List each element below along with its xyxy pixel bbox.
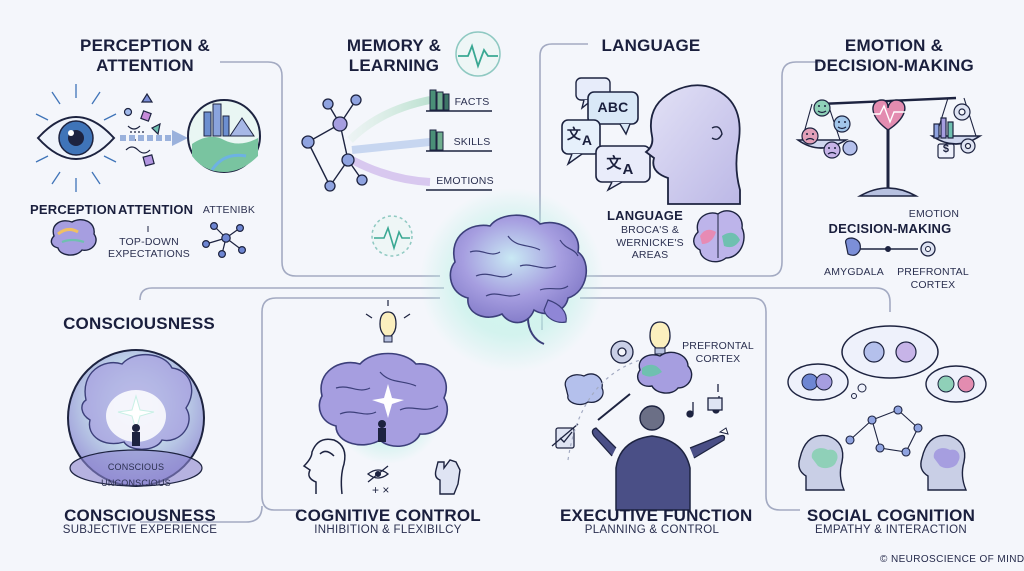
heartbeat-memory-icon xyxy=(455,31,501,77)
conductor-icon xyxy=(591,393,729,511)
brain-areas-icon xyxy=(693,210,745,263)
frame-executive xyxy=(580,297,800,511)
executive-title: EXECUTIVE FUNCTION xyxy=(560,506,753,525)
lightbulb-cognitive-icon xyxy=(365,300,411,343)
head-silhouette-icon xyxy=(302,438,346,495)
central-brain xyxy=(420,188,604,372)
landscape-icon xyxy=(187,99,261,173)
panel-frames xyxy=(139,43,891,523)
executive-brain-icon xyxy=(636,351,693,394)
svg-text:+ ×: + × xyxy=(372,483,389,497)
small-brain-perception-icon xyxy=(50,218,97,256)
frame-mid-left xyxy=(139,287,444,301)
shelf-facts-label: FACTS xyxy=(454,96,490,108)
executive-prefrontal-label: PREFRONTAL CORTEX xyxy=(682,340,754,365)
cognitive-control-subtitle: INHIBITION & FLEXIBILCY xyxy=(314,524,462,536)
frame-perception xyxy=(220,61,440,277)
heartbeat-memory-lower-icon xyxy=(371,215,413,257)
consciousness-title-top: CONSCIOUSNESS xyxy=(63,314,215,333)
frame-emotion-right xyxy=(540,287,891,312)
memory-title: MEMORY & LEARNING xyxy=(346,36,442,75)
executive-lightbulb-icon xyxy=(649,321,671,355)
music-notes-icon xyxy=(686,384,723,418)
fist-icon xyxy=(434,459,461,495)
bubble-abc: ABC xyxy=(597,99,629,115)
shelf-skills-label: SKILLS xyxy=(453,136,491,148)
cognitive-brain-icon xyxy=(318,352,449,464)
shelf-emotions-label: EMOTIONS xyxy=(436,175,494,187)
expectations-label: EXPECTATIONS xyxy=(108,248,190,260)
shelf-skills-icon xyxy=(426,129,492,152)
perception-title: PERCEPTION & ATTENTION xyxy=(80,36,210,75)
perception-label: PERCEPTION xyxy=(30,202,117,217)
amygdala-label: AMYGDALA xyxy=(824,266,884,278)
emotion-title: EMOTION & DECISION-MAKING xyxy=(814,36,974,75)
cognitive-control-title: COGNITIVE CONTROL xyxy=(295,506,481,525)
shapes-stream-icon xyxy=(123,92,161,167)
bubble-a-2: A xyxy=(622,161,634,178)
unconscious-label: UNCONSCIOUS xyxy=(101,478,171,488)
heart-icon xyxy=(872,99,906,131)
attenibk-label: ATTENIBK xyxy=(202,204,256,216)
focus-arrow-icon xyxy=(120,130,188,146)
gear-executive-icon xyxy=(610,340,634,364)
attention-label: ATTENTION xyxy=(118,202,194,217)
bubble-wen-1: 文 xyxy=(566,126,582,142)
prefrontal-label: PREFRONTAL CORTEX xyxy=(897,266,969,291)
eye-icon xyxy=(35,84,117,192)
amygdala-prefrontal-link-icon xyxy=(845,237,936,257)
speech-bubbles-icon xyxy=(561,77,651,192)
bubble-a-1: A xyxy=(581,132,593,148)
conscious-label: CONSCIOUS xyxy=(107,462,165,472)
social-network-icon xyxy=(845,405,923,457)
language-subtitle: LANGUAGE xyxy=(607,208,683,223)
consciousness-subtitle: SUBJECTIVE EXPERIENCE xyxy=(62,524,218,536)
shelf-facts-icon xyxy=(426,89,492,112)
language-areas-label: BROCA'S & WERNICKE'S AREAS xyxy=(616,224,684,261)
small-brain-executive-icon xyxy=(564,373,604,406)
social-title: SOCIAL COGNITION xyxy=(806,506,976,525)
frame-consciousness xyxy=(140,505,263,523)
copyright: © NEUROSCIENCE OF MIND xyxy=(880,554,1024,565)
consciousness-sphere-icon xyxy=(67,349,205,487)
frame-language-right xyxy=(540,61,820,277)
executive-subtitle: PLANNING & CONTROL xyxy=(584,524,720,536)
frame-cognitive xyxy=(261,297,440,511)
head-profile-icon xyxy=(644,84,741,205)
shield-check-icon xyxy=(551,423,579,449)
emoji-faces-icon xyxy=(801,99,858,159)
decision-label: DECISION-MAKING xyxy=(828,221,952,236)
people-speech-icon xyxy=(787,363,987,403)
dollar-sign: $ xyxy=(942,143,950,155)
topdown-label: TOP-DOWN xyxy=(119,236,179,248)
emotion-label: EMOTION xyxy=(908,208,960,220)
heads-social-icon xyxy=(798,434,968,491)
social-subtitle: EMPATHY & INTERACTION xyxy=(815,524,967,536)
chart-gears-icon xyxy=(933,103,976,159)
neuron-network-memory-icon xyxy=(301,94,431,192)
thought-bubble-icon xyxy=(841,325,939,399)
eye-slash-icon: + × xyxy=(366,465,389,497)
bubble-wen-2: 文 xyxy=(606,155,622,172)
network-perception-icon xyxy=(202,222,247,259)
consciousness-title: CONSCIOUSNESS xyxy=(64,506,216,525)
language-title: LANGUAGE xyxy=(601,36,701,55)
